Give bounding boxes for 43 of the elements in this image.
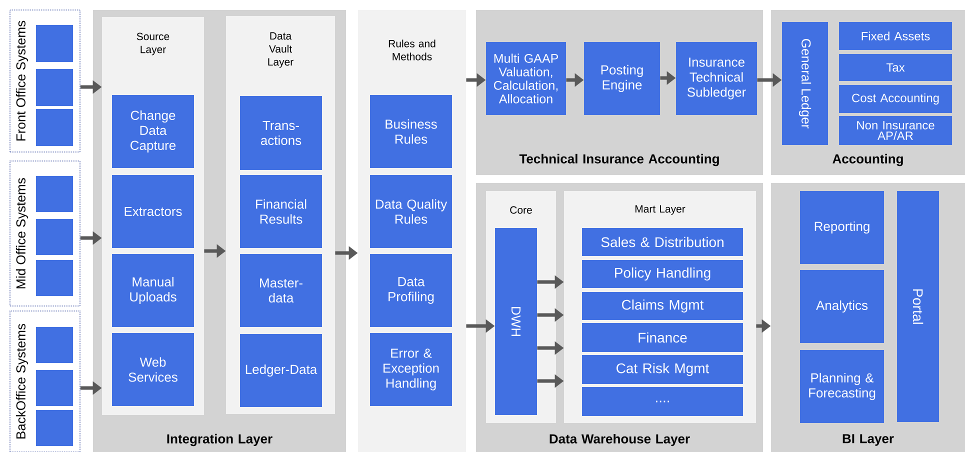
component-box: Business Rules — [370, 95, 452, 168]
system-box — [36, 219, 73, 255]
system-box — [36, 260, 73, 296]
component-box: Master-data — [240, 254, 322, 327]
component-box: Data Quality Rules — [370, 175, 452, 248]
component-box: Tax — [839, 54, 952, 81]
component-box: .... — [582, 387, 744, 416]
component-box: Non Insurance AP/AR — [839, 116, 952, 145]
component-box: Insurance Technical Subledger — [676, 42, 757, 115]
system-box — [36, 327, 73, 363]
component-box: Analytics — [800, 270, 884, 343]
component-box: Claims Mgmt — [582, 292, 744, 320]
component-box: Financial Results — [240, 175, 322, 248]
system-box — [36, 176, 73, 212]
component-box: Manual Uploads — [112, 254, 194, 327]
component-box: Data Profiling — [370, 254, 452, 327]
component-box: Change Data Capture — [112, 95, 194, 168]
system-box — [36, 109, 73, 146]
component-box: Multi GAAP Valuation, Calculation, Allocation — [486, 42, 566, 115]
system-group: Mid Office Systems — [10, 160, 80, 306]
component-box: Web Services — [112, 333, 194, 406]
component-box: Reporting — [800, 191, 884, 264]
component-box: Portal — [897, 191, 940, 422]
component-box: General Ledger — [782, 22, 828, 145]
component-box: Posting Engine — [584, 42, 660, 115]
system-box — [36, 370, 73, 406]
component-box: Planning & Forecasting — [800, 350, 884, 423]
component-box: Extractors — [112, 175, 194, 248]
component-box: DWH — [495, 228, 537, 415]
component-box: Sales & Distribution — [582, 228, 744, 256]
component-box: Error & Exception Handling — [370, 333, 452, 406]
system-group: Front Office Systems — [10, 10, 80, 152]
component-box: Cost Accounting — [839, 85, 952, 113]
component-box: Trans-actions — [240, 96, 322, 170]
component-box: Cat Risk Mgmt — [582, 355, 744, 384]
system-box — [36, 69, 73, 106]
component-box: Fixed Assets — [839, 22, 952, 50]
system-box — [36, 25, 73, 62]
system-group: BackOffice Systems — [10, 310, 80, 452]
system-box — [36, 410, 73, 446]
component-box: Policy Handling — [582, 260, 744, 288]
component-box: Ledger-Data — [240, 334, 322, 407]
component-box: Finance — [582, 323, 744, 352]
